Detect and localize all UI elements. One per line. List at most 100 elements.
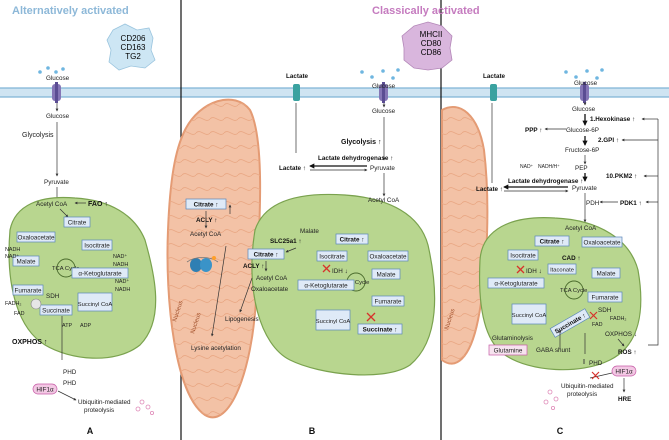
proteolysis-blocked-icon xyxy=(591,371,600,380)
akg-b: α-Ketoglutarate xyxy=(304,283,348,290)
fad-c: FAD xyxy=(592,322,603,328)
lactate-in-c: Lactate ↑ xyxy=(476,186,503,193)
acetyl-coa-a: Acetyl CoA xyxy=(36,201,68,208)
nadh2-a: NADH xyxy=(113,262,128,268)
ubiq-a: Ubiquitin-mediated xyxy=(78,399,131,406)
acetyl-coa-b: Acetyl CoA xyxy=(368,197,400,204)
malate-c: Malate xyxy=(597,271,616,278)
hre-c: HRE xyxy=(618,396,631,403)
glucose-in-a: Glucose xyxy=(46,113,70,120)
acly-nuc-b: ACLY ↑ xyxy=(196,217,217,224)
glucose-transporter-b xyxy=(379,82,388,103)
fadh2-a: FADH₂ xyxy=(5,301,21,307)
g6p-c: Glucose-6P xyxy=(566,127,599,134)
citrate-a: Citrate xyxy=(68,220,87,227)
akg-a: α-Ketoglutarate xyxy=(78,271,122,278)
acetyl-coa2-b: Acetyl CoA xyxy=(256,275,288,282)
panel-letter-b: B xyxy=(309,426,316,436)
nad2-a: NAD⁺ xyxy=(113,254,127,260)
nad3-a: NAD⁺ xyxy=(115,279,129,285)
glucose-in-c: Glucose xyxy=(572,106,596,113)
gpi-c: 2.GPI ↑ xyxy=(598,137,619,144)
oxaloacetate-b: Oxaloacetate xyxy=(369,254,407,261)
lactate-in-b: Lactate ↑ xyxy=(279,165,306,172)
fumarate-b: Fumarate xyxy=(375,299,402,306)
glucose-out-a: Glucose xyxy=(46,75,70,82)
marker-cd163: CD163 xyxy=(121,43,146,52)
panel-a: Glucose Glucose Glycolysis Pyruvate Acet… xyxy=(5,75,157,415)
panel-c: Lactate Glucose Glucose 1.Hexokinase ↑ P… xyxy=(476,73,659,410)
lysine-b: Lysine acetylation xyxy=(191,345,241,352)
citrate-mito-b: Citrate ↑ xyxy=(340,237,365,244)
malate-a: Malate xyxy=(17,259,36,266)
pdk1-c: PDK1 ↑ xyxy=(620,200,642,207)
succinyl-coa-b: Succinyl CoA xyxy=(316,319,351,325)
proteolysis-fragments-c xyxy=(543,389,559,410)
glucose-out-b: Glucose xyxy=(372,83,396,90)
glucose-in-b: Glucose xyxy=(372,108,396,115)
histone-icon xyxy=(186,256,219,272)
fumarate-a: Fumarate xyxy=(15,288,42,295)
nadh4-a: NADH xyxy=(115,287,130,293)
ros-c: ROS ↑ xyxy=(618,349,637,356)
marker-cd80: CD80 xyxy=(421,39,442,48)
classic-marker-badge: MHCII CD80 CD86 xyxy=(401,21,453,71)
oxphos-c: OXPHOS ↓ xyxy=(605,331,637,338)
pep-c: PEP xyxy=(575,165,588,172)
malate2-b: Malate xyxy=(377,272,396,279)
phd1-a: PHD xyxy=(63,369,77,376)
cell-membrane xyxy=(0,87,669,98)
pyruvate-c: Pyruvate xyxy=(572,185,597,192)
panel-letter-a: A xyxy=(87,426,94,436)
ppp-c: PPP ↑ xyxy=(525,127,542,134)
itaconate-c: Itaconate xyxy=(550,268,574,274)
malate-b: Malate xyxy=(300,228,319,235)
atp-a: ATP xyxy=(62,323,72,329)
glucose-transporter-a xyxy=(52,82,61,103)
acly-b: ACLY ↑ xyxy=(243,263,264,270)
sdh-inhibited-icon xyxy=(366,312,376,322)
glucose-out-c: Glucose xyxy=(574,80,598,87)
ldh-c: Lactate dehydrogenase ↑ xyxy=(508,178,583,185)
citrate-c: Citrate ↑ xyxy=(540,239,565,246)
citrate-box-b: Citrate ↑ xyxy=(254,252,279,259)
alt-marker-badge: CD206 CD163 TG2 xyxy=(106,23,156,71)
pkm2-c: 10.PKM2 ↑ xyxy=(606,173,637,180)
phd-c: PHD xyxy=(589,360,603,367)
pyruvate-a: Pyruvate xyxy=(44,179,69,186)
marker-tg2: TG2 xyxy=(125,52,141,61)
slc-b: SLC25a1 ↑ xyxy=(270,238,302,245)
pdh-c: PDH xyxy=(586,200,600,207)
oxaloacetate-c: Oxaloacetate xyxy=(583,240,621,247)
sdh-inhibited-icon-c xyxy=(589,311,598,320)
isocitrate-a: Isocitrate xyxy=(84,243,110,250)
glucose-dots xyxy=(38,66,604,80)
hif-c: HIF1α xyxy=(615,369,633,376)
ubiq2-c: proteolysis xyxy=(567,391,597,398)
succinate-b: Succinate ↑ xyxy=(363,327,398,334)
isocitrate-b: Isocitrate xyxy=(319,254,345,261)
f6p-c: Fructose-6P xyxy=(565,147,599,154)
lactate-transporter-b xyxy=(293,84,300,101)
akg-c: α-Ketoglutarate xyxy=(494,281,538,288)
fumarate-c: Fumarate xyxy=(592,295,619,302)
isocitrate-c: Isocitrate xyxy=(510,253,536,260)
ldh-b: Lactate dehydrogenase ↑ xyxy=(318,155,393,162)
glucose-transporter-c xyxy=(580,82,589,103)
sdh-a: SDH xyxy=(46,293,60,300)
fad-a: FAD xyxy=(14,311,25,317)
nad-c: NAD⁺ xyxy=(520,164,534,170)
tca-b: TCA Cycle xyxy=(342,280,369,286)
citrate-nuc-b: Citrate ↑ xyxy=(194,202,219,209)
sdh-c: SDH xyxy=(598,307,612,314)
oxaloacetate2-b: Oxaloacetate xyxy=(251,286,289,293)
fao-a: FAO ↑ xyxy=(88,201,108,208)
idh-c: IDH ↓ xyxy=(526,268,542,275)
title-alternatively-activated: Alternatively activated xyxy=(12,5,129,17)
hif-a: HIF1α xyxy=(36,387,54,394)
gaba-c: GABA shunt xyxy=(536,347,571,354)
idh-inhibited-icon xyxy=(322,264,331,273)
nadh1-a: NADH xyxy=(5,247,20,253)
lactate-transporter-c xyxy=(490,84,497,101)
